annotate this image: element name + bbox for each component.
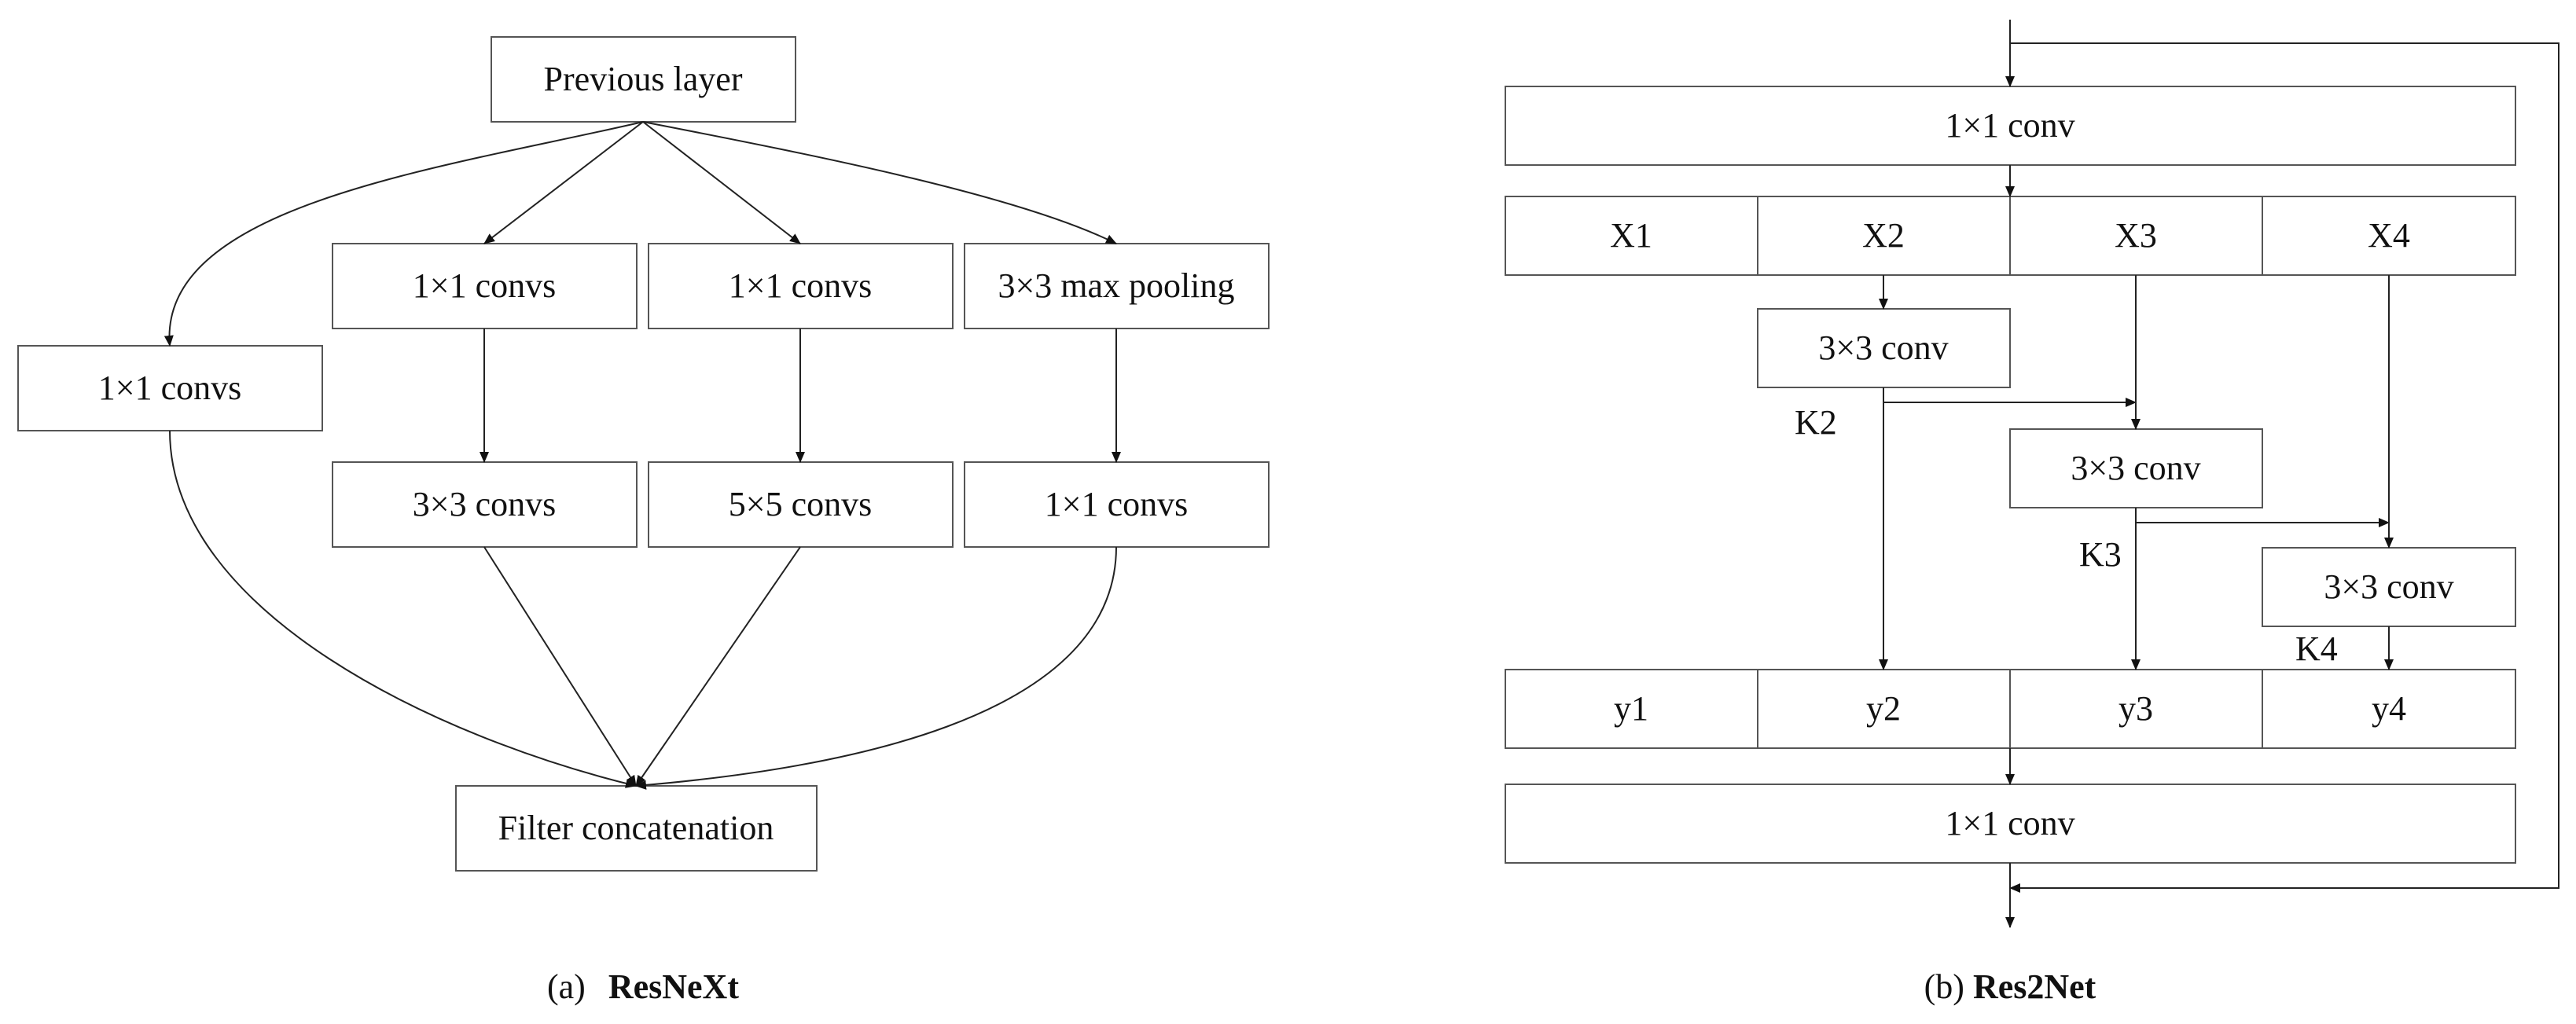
conv-k3-box: 3×3 conv bbox=[2009, 428, 2263, 508]
output-y1-label: y1 bbox=[1614, 689, 1648, 728]
filter-concat-box: Filter concatenation bbox=[455, 785, 818, 872]
branch1-conv-label: 1×1 convs bbox=[98, 369, 241, 407]
bottom-conv-label: 1×1 conv bbox=[1945, 804, 2074, 842]
edge-prev-to-branch1 bbox=[164, 121, 644, 347]
split-x1-cell bbox=[1505, 196, 1758, 276]
caption-a-prefix: (a) bbox=[547, 967, 586, 1006]
bottom-conv-box: 1×1 conv bbox=[1505, 784, 2516, 864]
k3-label: K3 bbox=[2079, 535, 2122, 574]
branch2-conv2-label: 3×3 convs bbox=[413, 485, 556, 523]
k2-label: K2 bbox=[1795, 403, 1837, 442]
output-y4-label: y4 bbox=[2372, 689, 2406, 728]
edge-branch1-to-concat bbox=[169, 430, 637, 788]
branch3-conv2-label: 5×5 convs bbox=[729, 485, 872, 523]
edge-branch4-to-concat bbox=[635, 546, 1117, 790]
edge-prev-to-branch3 bbox=[642, 121, 801, 244]
caption-a: (a) ResNeXt bbox=[547, 967, 739, 1006]
k4-label: K4 bbox=[2295, 629, 2338, 668]
output-y2-label: y2 bbox=[1866, 689, 1901, 728]
branch4-pool-label: 3×3 max pooling bbox=[998, 266, 1234, 305]
branch3-conv2-box: 5×5 convs bbox=[648, 461, 954, 548]
output-y1-cell bbox=[1505, 669, 1758, 749]
conv-k3-label: 3×3 conv bbox=[2071, 449, 2200, 487]
branch3-conv1-label: 1×1 convs bbox=[729, 266, 872, 305]
split-x3-cell bbox=[2009, 196, 2263, 276]
output-y3-cell bbox=[2009, 669, 2263, 749]
branch2-conv1-box: 1×1 convs bbox=[332, 243, 638, 329]
top-conv-label: 1×1 conv bbox=[1945, 106, 2074, 145]
caption-b: (b) Res2Net bbox=[1924, 967, 2096, 1006]
top-conv-box: 1×1 conv bbox=[1505, 86, 2516, 166]
output-y2-cell bbox=[1757, 669, 2011, 749]
conv-k4-label: 3×3 conv bbox=[2324, 567, 2453, 606]
split-x4-cell bbox=[2262, 196, 2516, 276]
edge-prev-to-branch2 bbox=[483, 121, 644, 244]
edge-branch3-to-concat bbox=[635, 546, 801, 787]
conv-k4-box: 3×3 conv bbox=[2262, 547, 2516, 627]
branch4-pool-box: 3×3 max pooling bbox=[964, 243, 1270, 329]
caption-b-name: Res2Net bbox=[1973, 967, 2096, 1006]
filter-concat-label: Filter concatenation bbox=[498, 809, 774, 847]
output-y3-label: y3 bbox=[2118, 689, 2153, 728]
caption-b-prefix: (b) bbox=[1924, 967, 1964, 1006]
split-x4-label: X4 bbox=[2368, 216, 2410, 255]
branch4-conv-label: 1×1 convs bbox=[1045, 485, 1188, 523]
split-x1-label: X1 bbox=[1610, 216, 1652, 255]
split-x3-label: X3 bbox=[2115, 216, 2157, 255]
res2net-diagram: 1×1 conv X1 X2 X3 X4 3×3 conv 3×3 conv 3… bbox=[1505, 20, 2559, 1006]
branch3-conv1-box: 1×1 convs bbox=[648, 243, 954, 329]
conv-k2-box: 3×3 conv bbox=[1757, 308, 2011, 388]
previous-layer-box: Previous layer bbox=[491, 36, 796, 123]
caption-a-name: ResNeXt bbox=[608, 967, 740, 1006]
output-y4-cell bbox=[2262, 669, 2516, 749]
edge-branch2-to-concat bbox=[483, 546, 637, 787]
resnext-diagram: Previous layer 1×1 convs 1×1 convs 3×3 c… bbox=[17, 36, 1270, 1006]
residual-skip-line bbox=[2010, 42, 2559, 889]
split-row: X1 X2 X3 X4 bbox=[1505, 196, 2516, 276]
previous-layer-label: Previous layer bbox=[544, 60, 743, 98]
branch2-conv2-box: 3×3 convs bbox=[332, 461, 638, 548]
branch2-conv1-label: 1×1 convs bbox=[413, 266, 556, 305]
edge-prev-to-branch4 bbox=[642, 121, 1117, 244]
output-row: y1 y2 y3 y4 bbox=[1505, 669, 2516, 749]
split-x2-label: X2 bbox=[1862, 216, 1905, 255]
branch1-conv-box: 1×1 convs bbox=[17, 345, 323, 431]
conv-k2-label: 3×3 conv bbox=[1818, 328, 1948, 367]
branch4-conv-box: 1×1 convs bbox=[964, 461, 1270, 548]
